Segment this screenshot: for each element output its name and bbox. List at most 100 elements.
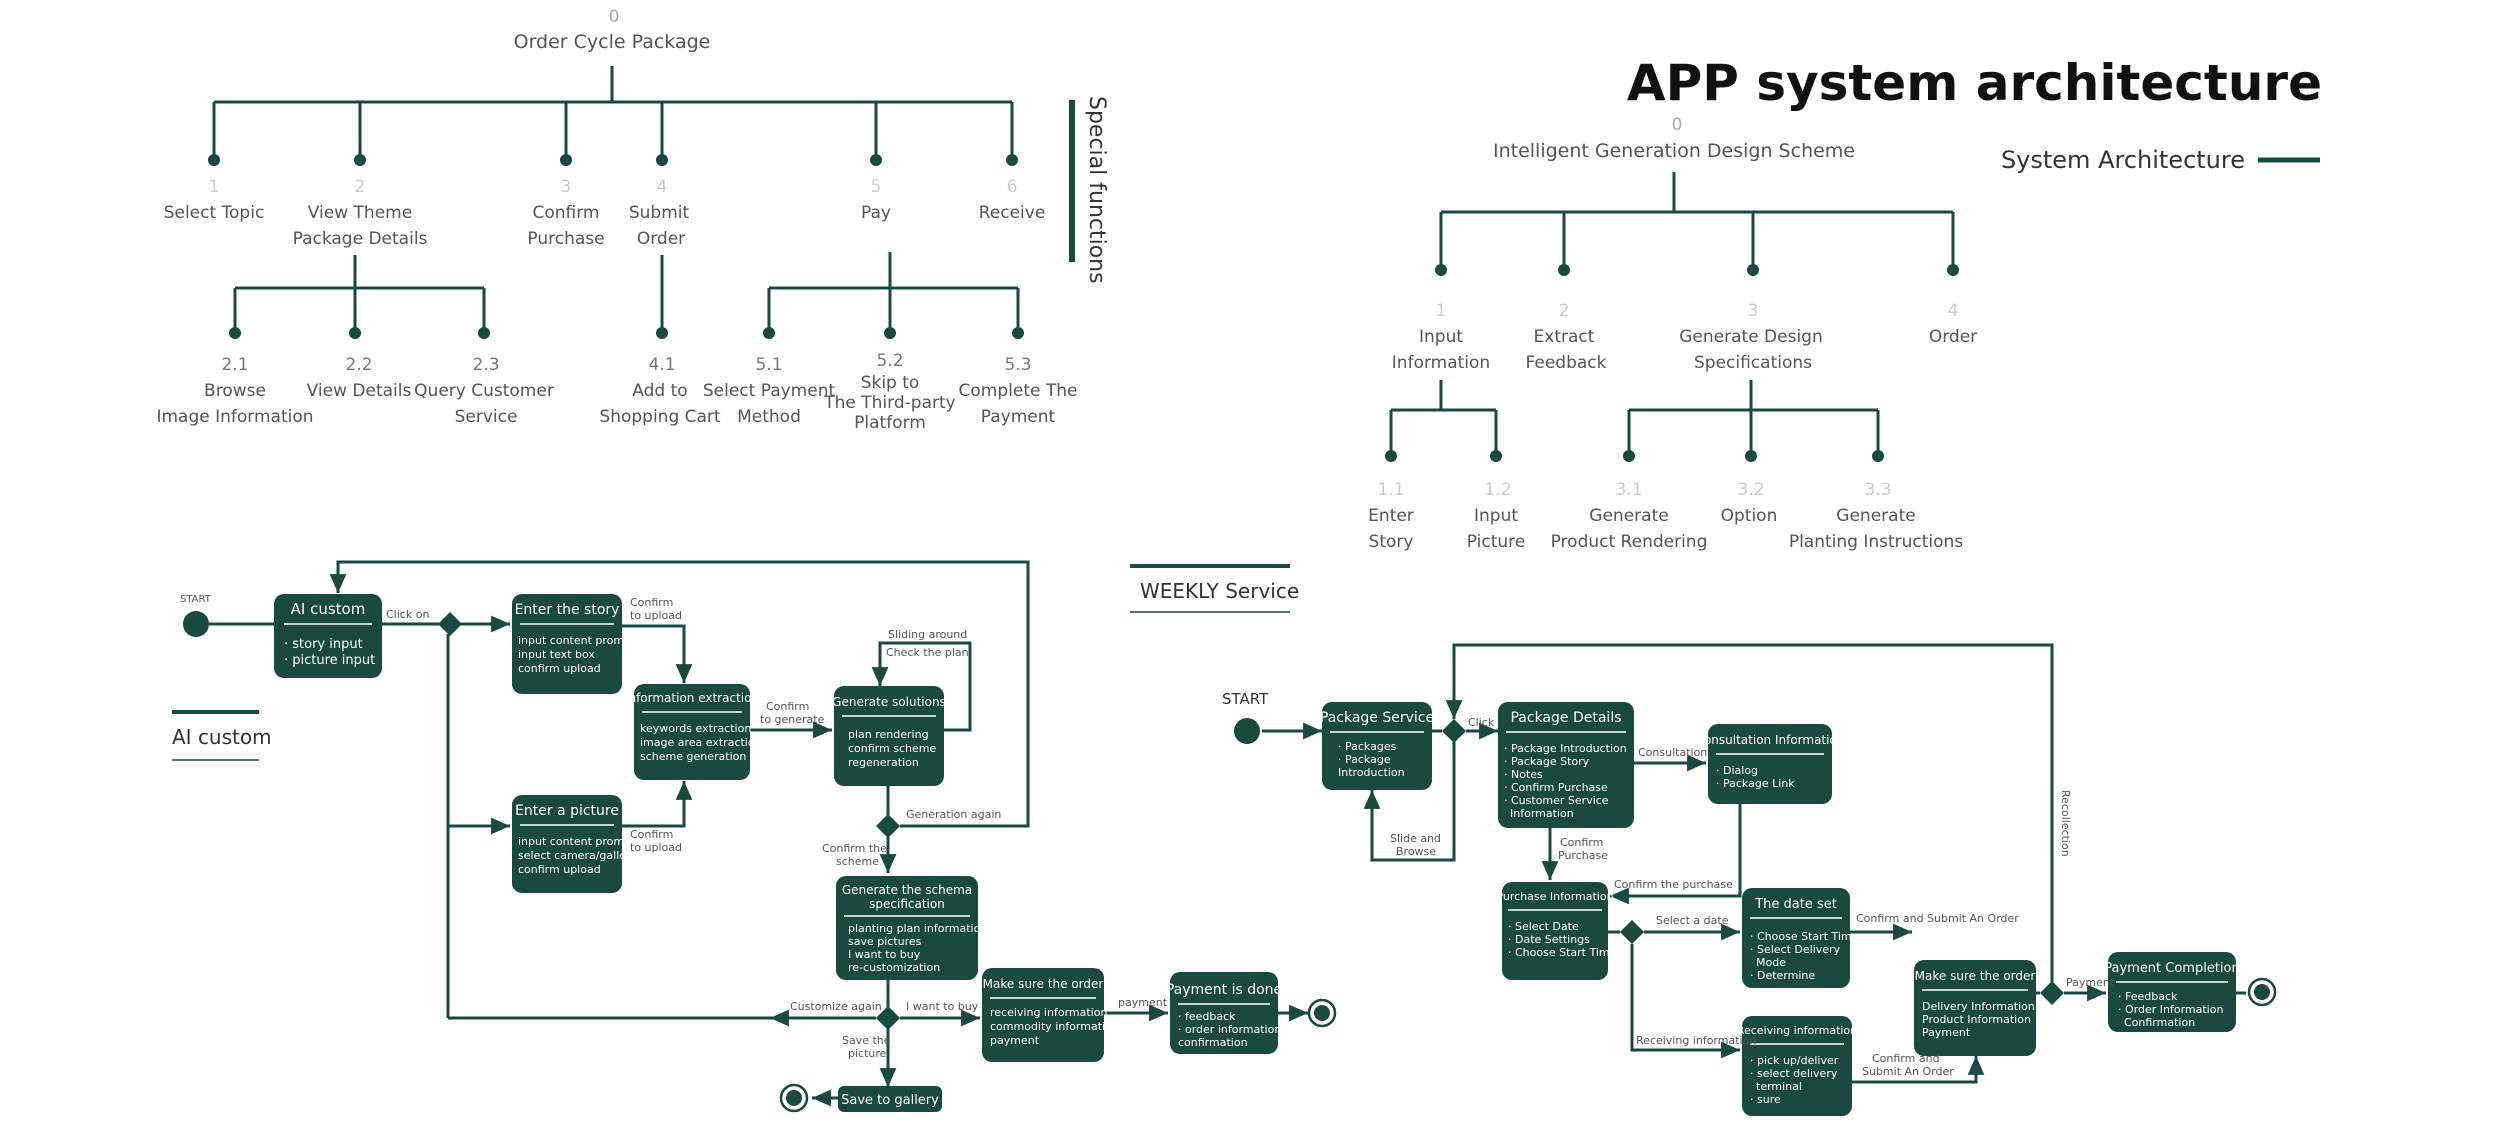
tree2-l2-label: Picture: [1467, 532, 1525, 552]
start-node: [183, 611, 209, 637]
node-title: The date set: [1754, 897, 1837, 912]
edge-label: Click: [1468, 716, 1495, 729]
decision-diamond: [876, 814, 900, 838]
tree1-l2-label: Browse: [204, 381, 266, 401]
tree1-l2-num: 5.2: [876, 351, 903, 371]
start-label: START: [1222, 690, 1269, 708]
end-node: [779, 1083, 809, 1113]
tree-design-scheme: [1389, 172, 1955, 456]
node-item: · Determine: [1750, 969, 1815, 982]
edge-label: Confirm: [630, 596, 673, 609]
node-item: receiving information: [990, 1006, 1107, 1019]
tree2-l1-label: Generate Design: [1679, 327, 1823, 347]
tree1-l1-num: 6: [1007, 177, 1018, 197]
decision-diamond: [876, 1006, 900, 1030]
tree1-l2-num: 2.3: [472, 355, 499, 375]
tree1-l1-label: Confirm: [532, 203, 599, 223]
node-item: planting plan information: [848, 922, 987, 935]
flow-node[interactable]: Package Details · Package Introduction ·…: [1498, 702, 1634, 828]
tree1-l1-num: 2: [355, 177, 366, 197]
tree1-l2-label: Method: [737, 407, 801, 427]
node-item: Delivery Information: [1922, 1000, 2035, 1013]
tree1-l2-label: View Details: [307, 381, 412, 401]
flow-node[interactable]: Make sure the order receiving informatio…: [982, 968, 1119, 1062]
flow-node[interactable]: Generate solutions plan rendering confir…: [832, 686, 946, 786]
edge-label: picture: [848, 1047, 887, 1060]
tree2-l2-num: 1.1: [1377, 480, 1404, 500]
tree2-l2-num: 1.2: [1484, 480, 1511, 500]
tree2-l1-label: Extract: [1534, 327, 1595, 347]
tree1-l2-label: Payment: [981, 407, 1056, 427]
tree2-l1-num: 1: [1436, 301, 1447, 321]
node-title: specification: [869, 897, 945, 911]
edge-label: Submit An Order: [1862, 1065, 1954, 1078]
node-item: Payment: [1922, 1026, 1971, 1039]
weekly-service-legend: WEEKLY Service: [1130, 564, 1299, 613]
flow-node[interactable]: Generate the schema specification planti…: [836, 876, 987, 980]
node-title: AI custom: [291, 600, 366, 618]
node-title: Enter the story: [515, 602, 620, 618]
flow-weekly-connectors: [1262, 643, 2246, 1084]
flow-node[interactable]: AI custom · story input · picture input: [274, 594, 382, 678]
flow-node[interactable]: Package Service · Packages · Package Int…: [1320, 702, 1434, 790]
edge-label: I want to buy: [906, 1000, 979, 1013]
tree1-l1-num: 1: [209, 177, 220, 197]
node-item: · Package Link: [1716, 777, 1795, 790]
flow-node[interactable]: Enter the story input content prompt inp…: [512, 594, 636, 694]
decision-diamond: [2040, 981, 2064, 1005]
edge-label: Check the plan: [886, 646, 969, 659]
tree1-root-label: Order Cycle Package: [514, 31, 711, 53]
tree2-l2-num: 3.2: [1737, 480, 1764, 500]
end-node: [2247, 977, 2277, 1007]
flow-node[interactable]: Payment is done · feedback · order infor…: [1166, 972, 1282, 1054]
node-title: Receiving information: [1737, 1024, 1857, 1037]
flow-node[interactable]: Enter a picture input content prompt sel…: [512, 795, 638, 893]
tree1-l2-label: Complete The: [959, 381, 1078, 401]
edge-label: Payment: [2066, 976, 2115, 989]
tree1-l2-label: Image Information: [156, 407, 313, 427]
page-title: APP system architecture: [1627, 54, 2322, 112]
node-title: Consultation Information: [1696, 733, 1845, 747]
node-item: · Notes: [1504, 768, 1543, 781]
ai-custom-legend-label: AI custom: [172, 725, 272, 749]
flow-node[interactable]: Consultation Information · Dialog · Pack…: [1696, 724, 1845, 804]
flow-node[interactable]: Payment Completion · Feedback · Order In…: [2104, 952, 2240, 1032]
tree1-l2-label: Shopping Cart: [599, 407, 721, 427]
node-item: image area extraction: [640, 736, 762, 749]
flow-node[interactable]: Purchase Information · Select Date · Dat…: [1496, 882, 1617, 980]
tree1-l1-num: 5: [871, 177, 882, 197]
tree1-l2-label: Query Customer: [414, 381, 554, 401]
node-item: · feedback: [1178, 1010, 1236, 1023]
tree2-l2-label: Story: [1369, 532, 1414, 552]
tree1-l2-label: Skip to: [861, 373, 920, 393]
tree1-l1-num: 4: [657, 177, 668, 197]
start-node: [1234, 718, 1260, 744]
tree1-l2-num: 5.1: [755, 355, 782, 375]
tree2-l1-label: Feedback: [1526, 353, 1607, 373]
node-item: · Select Date: [1508, 920, 1579, 933]
edge-label: payment: [1118, 996, 1168, 1009]
flow-node[interactable]: Information extraction keywords extracti…: [625, 684, 762, 780]
flow-node[interactable]: Receiving information · pick up/deliver …: [1737, 1016, 1857, 1116]
tree2-l1-num: 4: [1948, 301, 1959, 321]
node-item: select camera/gallery: [518, 849, 638, 862]
node-item: Product Information: [1922, 1013, 2031, 1026]
node-item: re-customization: [848, 961, 940, 974]
edge-label: Generation again: [906, 808, 1001, 821]
tree2-root-label: Intelligent Generation Design Scheme: [1493, 140, 1855, 162]
node-title: Generate solutions: [832, 695, 946, 709]
edge-label: Confirm and: [1872, 1052, 1940, 1065]
tree2-l1-num: 3: [1748, 301, 1759, 321]
node-item: save pictures: [848, 935, 922, 948]
flow-node[interactable]: Make sure the order Delivery Information…: [1914, 960, 2036, 1056]
edge-label: Slide and: [1390, 832, 1441, 845]
tree2-l1-num: 2: [1559, 301, 1570, 321]
flow-node[interactable]: Save to gallery: [838, 1086, 942, 1112]
tree1-l1-label: View Theme: [308, 203, 412, 223]
tree1-l2-num: 2.1: [221, 355, 248, 375]
node-item: terminal: [1756, 1080, 1802, 1093]
flow-node[interactable]: The date set · Choose Start Time · Selec…: [1742, 888, 1859, 988]
node-item: I want to buy: [848, 948, 921, 961]
node-item: · pick up/deliver: [1750, 1054, 1839, 1067]
